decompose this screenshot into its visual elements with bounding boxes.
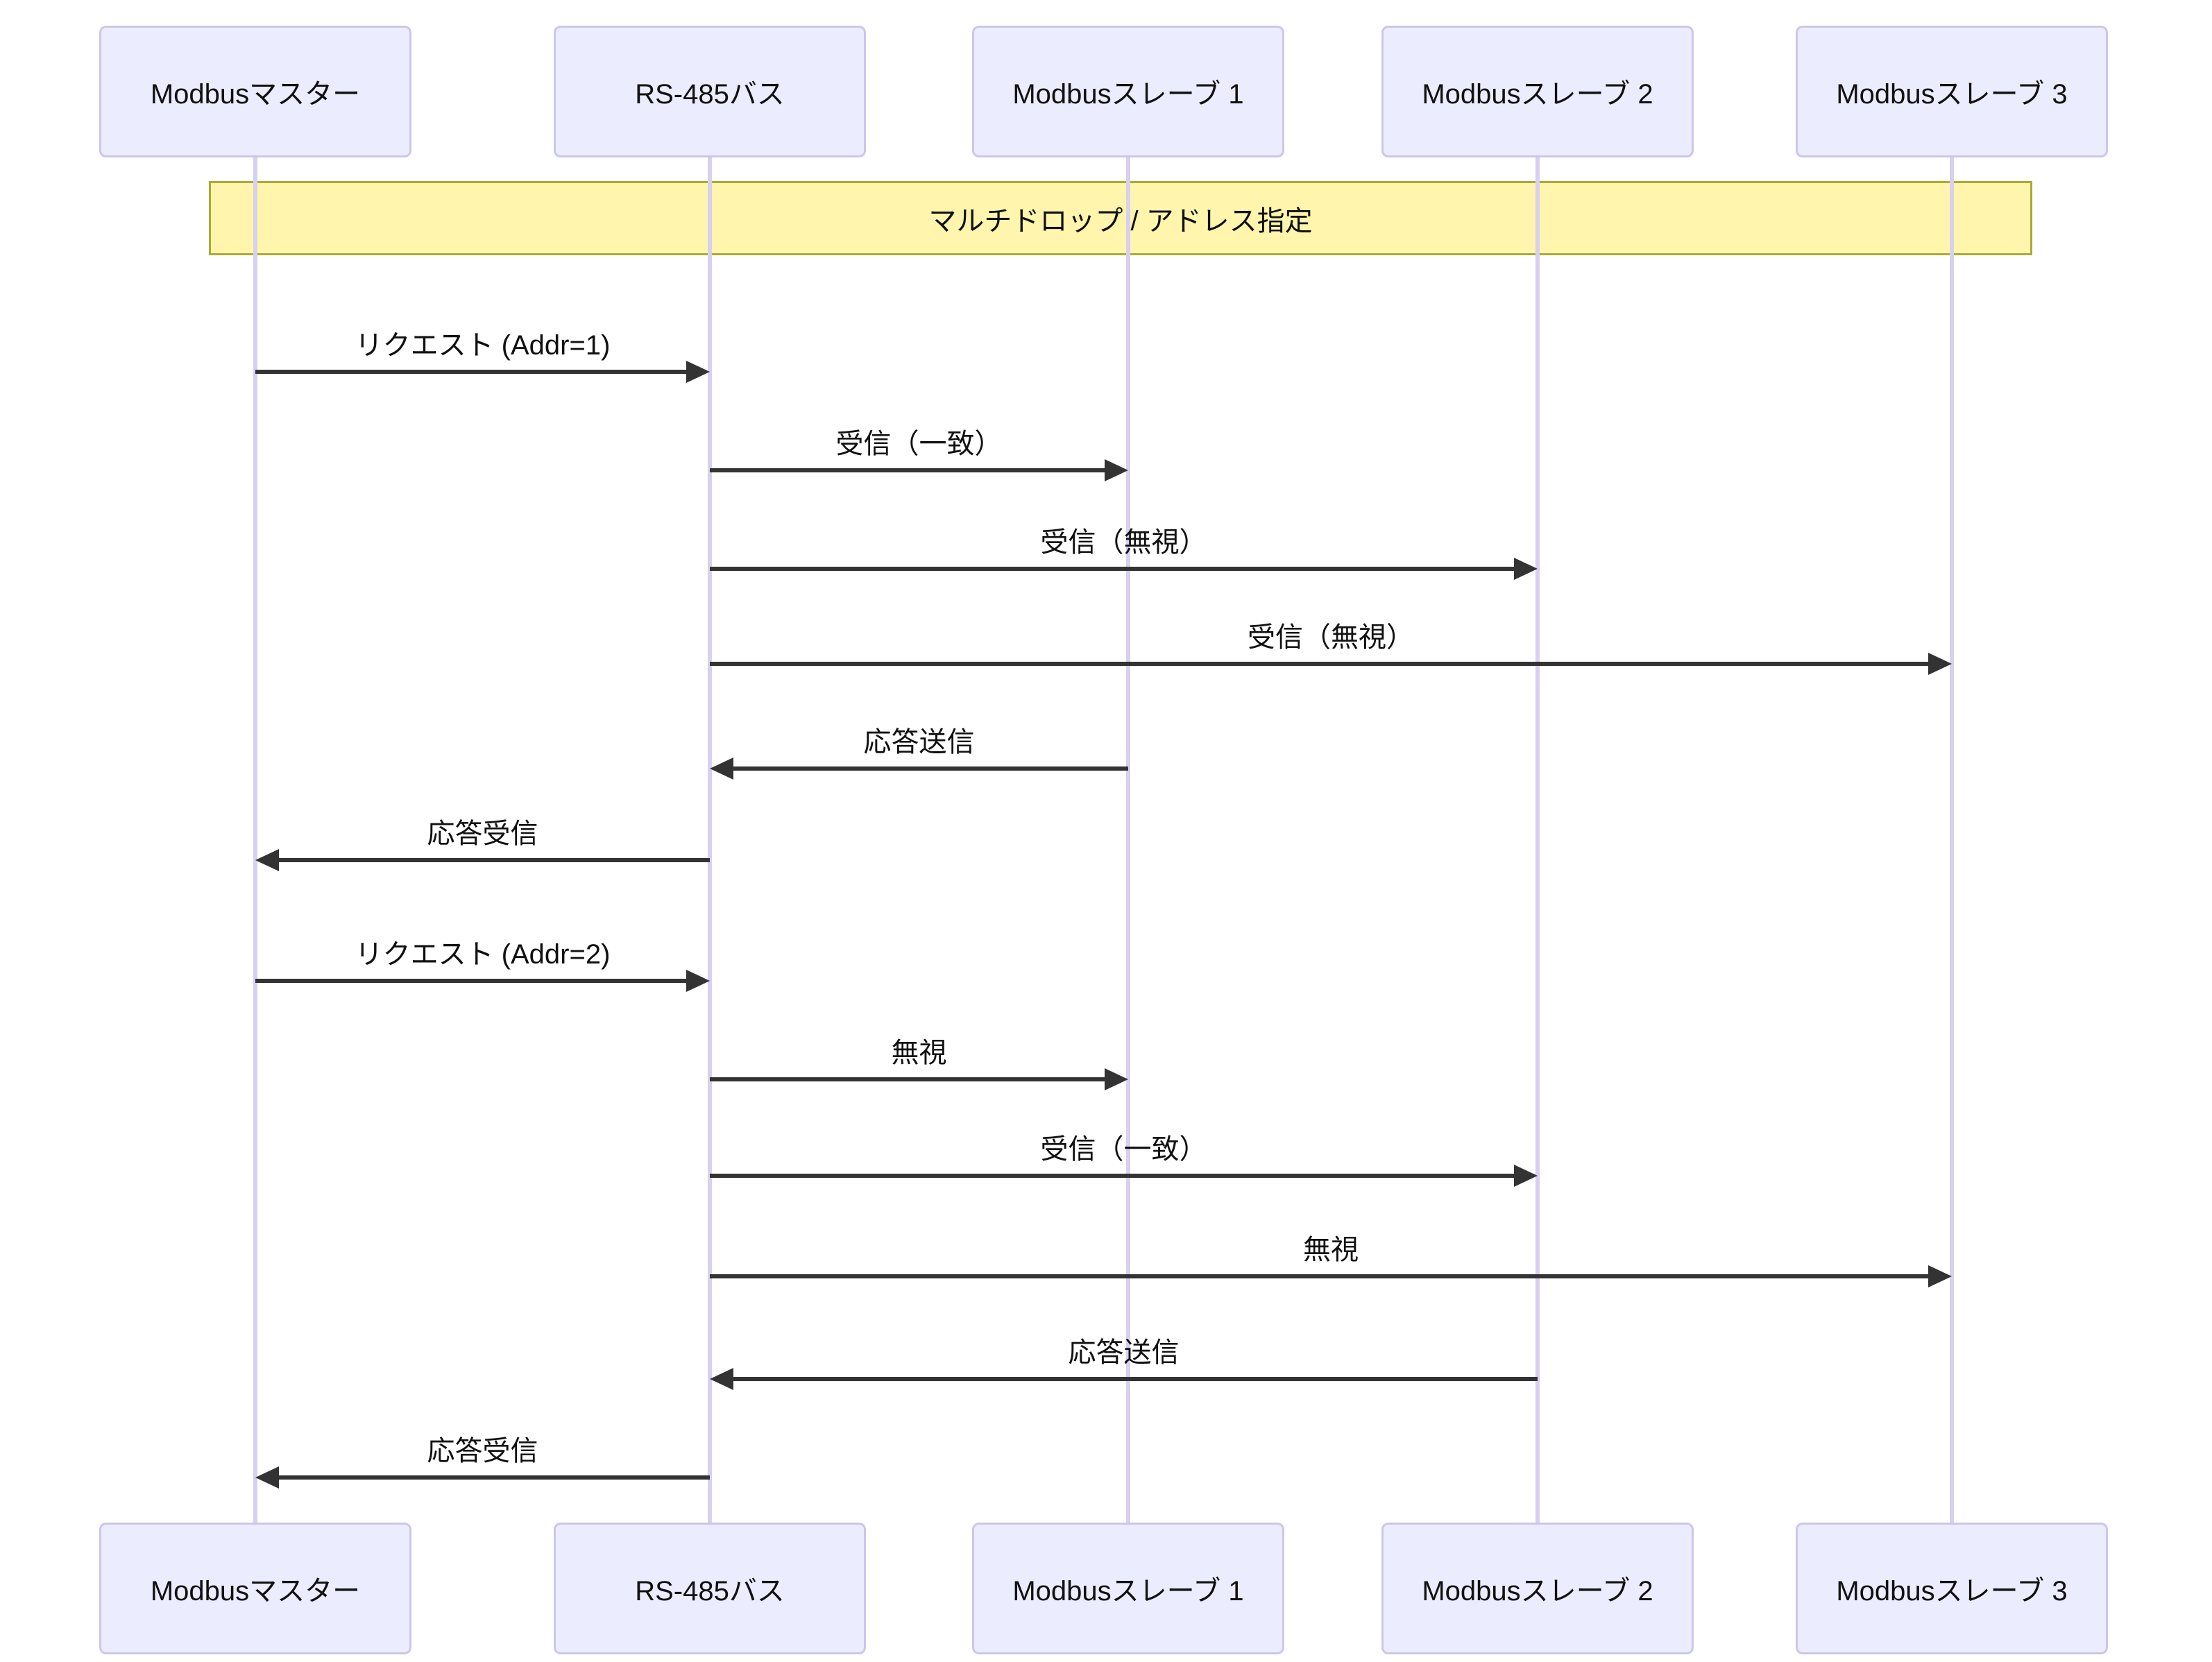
message-line	[710, 1174, 1518, 1178]
message-line	[275, 858, 710, 862]
participant-top-slave2: Modbusスレーブ 2	[1381, 26, 1694, 157]
participant-top-slave3: Modbusスレーブ 3	[1796, 26, 2108, 157]
message-arrowhead-icon	[686, 361, 710, 383]
message-label: 受信（無視）	[1248, 622, 1414, 653]
message-arrowhead-icon	[1105, 1068, 1128, 1090]
message-label: リクエスト (Addr=1)	[355, 330, 611, 361]
message-label: 応答送信	[863, 727, 975, 757]
lifeline-slave3	[1950, 155, 1954, 1525]
message-line	[710, 662, 1932, 666]
participant-bottom-slave1: Modbusスレーブ 1	[972, 1523, 1284, 1654]
message-arrowhead-icon	[255, 1466, 279, 1489]
message-line	[710, 1274, 1932, 1278]
message-line	[255, 370, 690, 374]
participant-top-slave1: Modbusスレーブ 1	[972, 26, 1284, 157]
message-arrowhead-icon	[1105, 459, 1128, 481]
message-label: 無視	[891, 1038, 947, 1068]
lifeline-master	[253, 155, 257, 1525]
participant-bottom-slave2: Modbusスレーブ 2	[1381, 1523, 1694, 1654]
lifeline-bus	[708, 155, 712, 1525]
message-arrowhead-icon	[255, 849, 279, 871]
note-multidrop: マルチドロップ / アドレス指定	[209, 181, 2032, 255]
message-arrowhead-icon	[710, 1368, 733, 1390]
message-arrowhead-icon	[1928, 653, 1952, 675]
message-line	[710, 468, 1109, 472]
lifeline-slave1	[1126, 155, 1130, 1525]
message-label: 応答受信	[427, 819, 538, 849]
message-line	[729, 766, 1128, 771]
message-line	[729, 1377, 1538, 1381]
message-line	[710, 567, 1518, 571]
message-label: 無視	[1303, 1235, 1359, 1265]
message-line	[255, 979, 690, 983]
message-arrowhead-icon	[1514, 1165, 1538, 1187]
message-label: 受信（無視）	[1040, 527, 1207, 558]
message-arrowhead-icon	[686, 970, 710, 992]
message-label: 応答送信	[1068, 1337, 1180, 1368]
message-arrowhead-icon	[1514, 558, 1538, 580]
message-label: 受信（一致）	[1040, 1134, 1207, 1165]
message-arrowhead-icon	[710, 757, 733, 780]
participant-bottom-master: Modbusマスター	[99, 1523, 411, 1654]
message-arrowhead-icon	[1928, 1265, 1952, 1287]
message-label: 応答受信	[427, 1436, 538, 1466]
participant-top-master: Modbusマスター	[99, 26, 411, 157]
lifeline-slave2	[1535, 155, 1540, 1525]
message-line	[710, 1077, 1109, 1081]
message-label: リクエスト (Addr=2)	[355, 939, 611, 970]
participant-bottom-bus: RS-485バス	[554, 1523, 866, 1654]
participant-bottom-slave3: Modbusスレーブ 3	[1796, 1523, 2108, 1654]
message-label: 受信（一致）	[835, 429, 1003, 459]
message-line	[275, 1475, 710, 1480]
participant-top-bus: RS-485バス	[554, 26, 866, 157]
